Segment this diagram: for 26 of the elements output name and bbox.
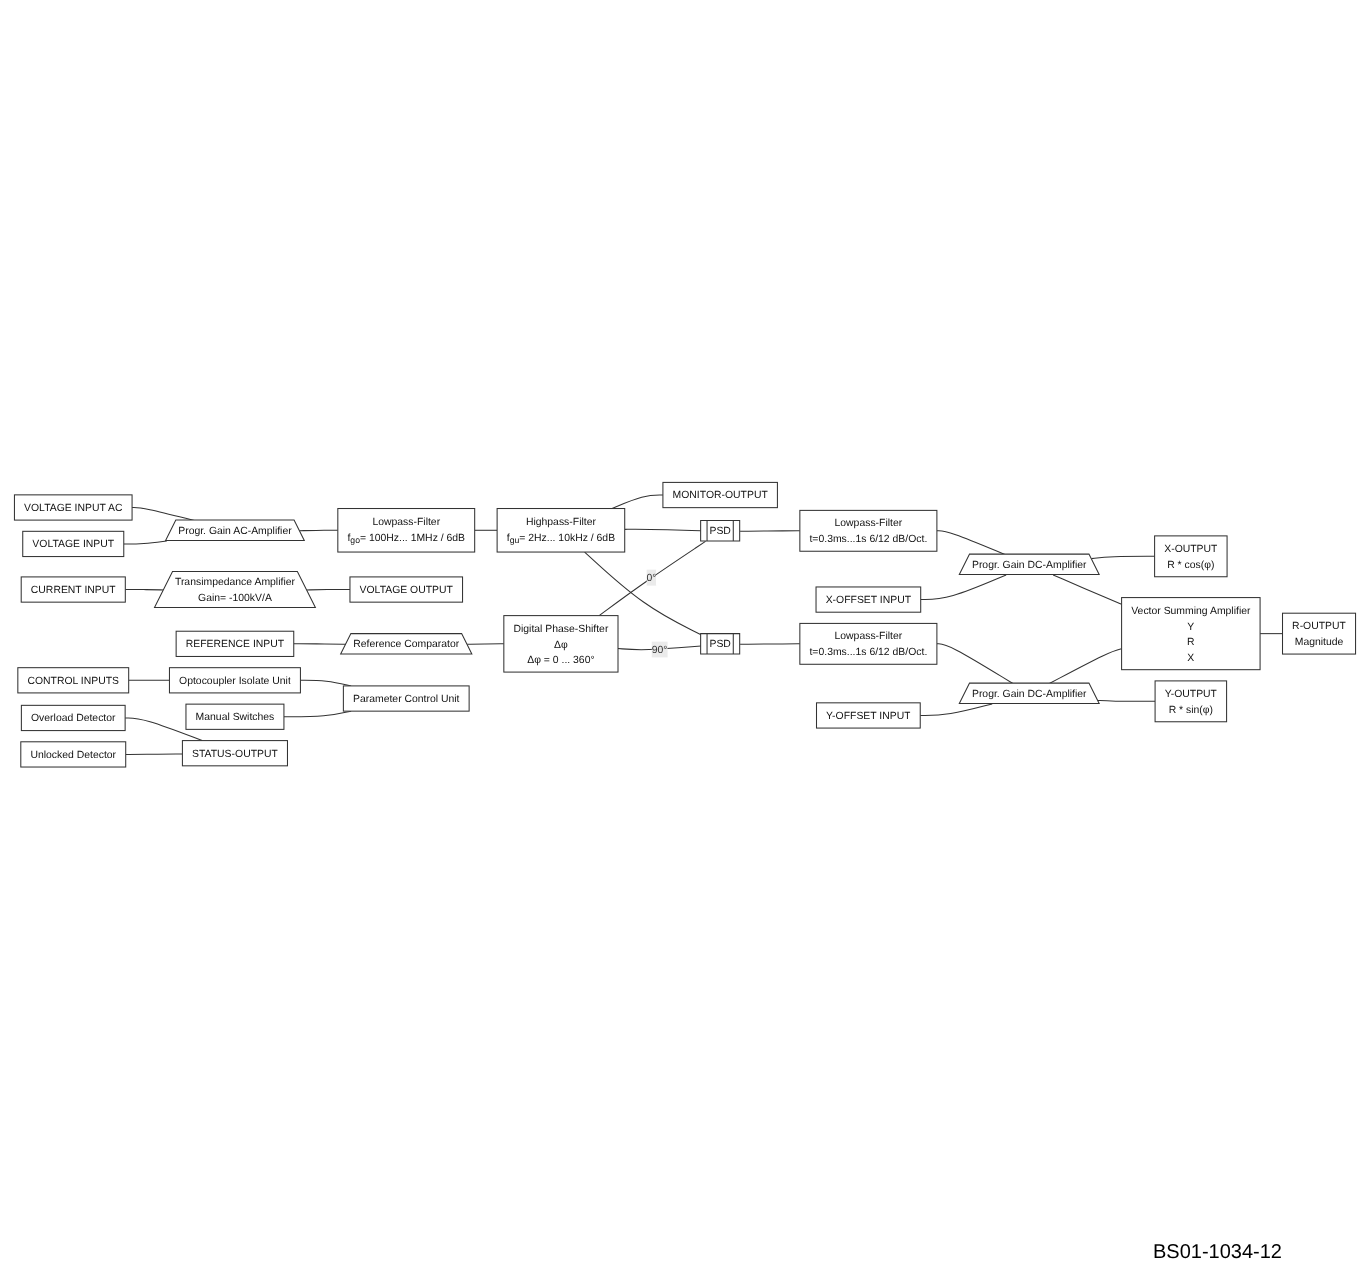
figure-code: BS01-1034-12 bbox=[1153, 1242, 1282, 1264]
connector bbox=[739, 530, 801, 532]
connector bbox=[611, 494, 664, 510]
connector bbox=[123, 540, 168, 545]
connector bbox=[584, 551, 702, 636]
connector bbox=[1097, 700, 1156, 703]
connector bbox=[124, 589, 165, 591]
connector bbox=[920, 574, 1007, 601]
connector bbox=[293, 643, 347, 646]
connector bbox=[124, 717, 203, 742]
connector bbox=[739, 643, 801, 646]
connector bbox=[1259, 633, 1284, 635]
connector bbox=[624, 529, 702, 532]
connector bbox=[299, 680, 352, 687]
connector bbox=[306, 589, 351, 591]
connector bbox=[936, 530, 1006, 556]
connector bbox=[936, 643, 1014, 685]
connector bbox=[466, 643, 505, 646]
connector bbox=[1048, 648, 1123, 685]
connector bbox=[1090, 556, 1156, 560]
connector bbox=[128, 680, 170, 682]
connector bbox=[1052, 574, 1123, 606]
connector bbox=[299, 530, 339, 532]
connector bbox=[474, 530, 498, 532]
connector bbox=[598, 541, 706, 617]
connector bbox=[125, 753, 183, 756]
